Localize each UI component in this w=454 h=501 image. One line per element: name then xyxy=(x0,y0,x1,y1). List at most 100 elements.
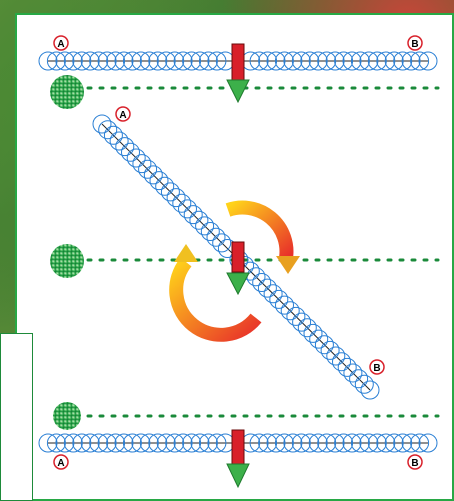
coverage-circle xyxy=(178,199,197,219)
coverage-circle xyxy=(103,125,123,145)
coverage-circle xyxy=(258,51,278,71)
coverage-circle xyxy=(274,433,294,453)
coverage-circle xyxy=(80,51,100,71)
coverage-circle xyxy=(269,289,289,309)
coverage-circle xyxy=(308,433,328,453)
coverage-circle xyxy=(190,51,210,71)
coverage-circle xyxy=(337,357,357,377)
coverage-circle xyxy=(160,182,180,202)
coverage-circle xyxy=(122,433,142,453)
coverage-circle xyxy=(132,154,152,174)
coverage-circle xyxy=(190,433,210,453)
coverage-circle xyxy=(376,433,396,453)
coverage-circle xyxy=(384,433,404,453)
coverage-circle xyxy=(343,363,363,383)
coverage-circle xyxy=(359,433,379,453)
dotted-guide-lines xyxy=(86,86,440,418)
label-a-diagonal: A xyxy=(119,110,126,121)
coverage-circle xyxy=(207,433,227,453)
coverage-circle xyxy=(291,433,311,453)
coverage-circle xyxy=(156,433,176,453)
coverage-circle xyxy=(308,51,328,71)
coverage-circle xyxy=(367,433,387,453)
label-b-bottom: B xyxy=(411,458,418,469)
coverage-circle xyxy=(292,312,312,332)
label-b-top: B xyxy=(411,39,418,50)
coverage-circle xyxy=(317,51,337,71)
coverage-circle xyxy=(148,51,168,71)
ab-labels: A B A B A B xyxy=(53,35,423,470)
coverage-circle xyxy=(92,114,112,134)
coverage-circle xyxy=(334,433,354,453)
coverage-circle xyxy=(367,51,387,71)
coverage-circle xyxy=(258,433,278,453)
coverage-circle xyxy=(266,433,286,453)
coverage-circle xyxy=(72,51,92,71)
coverage-circle xyxy=(131,51,151,71)
coverage-circle xyxy=(418,433,438,453)
coverage-circle xyxy=(376,51,396,71)
coverage-circle xyxy=(300,433,320,453)
coverage-circle xyxy=(252,273,272,292)
coverage-circle xyxy=(38,51,58,71)
coverage-circle xyxy=(342,433,362,453)
coverage-circle xyxy=(263,284,283,304)
coverage-circle xyxy=(393,51,413,71)
coverage-circle xyxy=(384,51,404,71)
coverage-circle xyxy=(38,433,58,453)
coverage-circle xyxy=(172,193,192,213)
coverage-circle xyxy=(165,51,185,71)
coverage-circle xyxy=(106,433,126,453)
coverage-circle xyxy=(195,216,215,236)
coverage-circle xyxy=(182,433,202,453)
coverage-circle xyxy=(72,433,92,453)
coverage-circle xyxy=(350,433,370,453)
coverage-circle xyxy=(325,433,345,453)
coverage-circle xyxy=(198,51,218,71)
coverage-circle xyxy=(139,51,159,71)
coverage-circle xyxy=(109,131,129,151)
label-a-top: A xyxy=(57,39,64,50)
coverage-circle xyxy=(393,433,413,453)
coverage-circle xyxy=(55,433,75,453)
coverage-circle xyxy=(97,433,117,453)
vehicle-icon xyxy=(226,43,250,489)
coverage-circle xyxy=(309,329,329,349)
coverage-circle xyxy=(114,433,134,453)
coverage-circle xyxy=(249,51,269,71)
coverage-circle xyxy=(326,346,346,366)
coverage-circle xyxy=(410,433,430,453)
coverage-circle xyxy=(63,51,83,71)
coverage-circle xyxy=(325,51,345,71)
coverage-circle xyxy=(303,323,323,343)
turn-marker-icons xyxy=(50,75,84,430)
coverage-circle xyxy=(410,51,430,71)
coverage-circle xyxy=(350,51,370,71)
coverage-circle xyxy=(148,433,168,453)
coverage-circle xyxy=(165,433,185,453)
bottom-boom-row xyxy=(38,433,438,453)
coverage-circle xyxy=(401,51,421,71)
rotate-arrows-icon xyxy=(169,200,300,342)
coverage-circle xyxy=(314,335,334,355)
coverage-circle xyxy=(149,171,169,191)
coverage-circle xyxy=(155,176,175,196)
coverage-circle xyxy=(46,433,66,453)
coverage-circle xyxy=(334,51,354,71)
coverage-circle xyxy=(354,374,374,394)
coverage-circle xyxy=(317,433,337,453)
coverage-circle xyxy=(418,51,438,71)
coverage-circle xyxy=(342,51,362,71)
coverage-circle xyxy=(183,205,203,225)
coverage-circle xyxy=(89,51,109,71)
label-b-diagonal: B xyxy=(373,363,380,374)
coverage-circle xyxy=(189,210,209,230)
coverage-circle xyxy=(156,51,176,71)
coverage-circle xyxy=(114,51,134,71)
coverage-circle xyxy=(122,51,142,71)
coverage-circle xyxy=(121,142,140,162)
coverage-circle xyxy=(280,301,300,321)
coverage-circle xyxy=(212,233,232,253)
coverage-circle xyxy=(332,352,351,372)
